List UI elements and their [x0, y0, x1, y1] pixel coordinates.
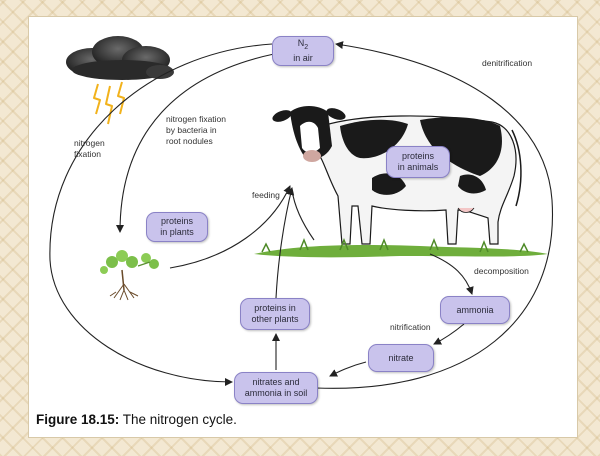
node-proteins-in-plants: proteins in plants [146, 212, 208, 242]
node-nitrates-ammonia-soil: nitrates and ammonia in soil [234, 372, 318, 404]
caption-prefix: Figure 18.15: [36, 412, 120, 427]
arrow-nitrification [433, 323, 465, 345]
arrow-lightning-fixation [49, 43, 273, 386]
arrow-nitrate-soil [329, 361, 367, 377]
node-proteins-other-plants: proteins in other plants [240, 298, 310, 330]
caption-text: The nitrogen cycle. [119, 412, 237, 427]
lightning-icon [93, 81, 125, 125]
storm-cloud-icon [66, 36, 174, 80]
arrow-feeding-plants [169, 185, 291, 269]
grass-strip [254, 237, 548, 258]
n2-sub-text: in air [293, 52, 313, 63]
node-ammonia: ammonia [440, 296, 510, 324]
node-proteins-in-animals: proteins in animals [386, 146, 450, 178]
figure-caption: Figure 18.15: The nitrogen cycle. [36, 412, 556, 427]
cycle-arrows [49, 41, 554, 389]
label-decomposition: decomposition [474, 266, 529, 276]
label-denitrification: denitrification [482, 58, 533, 68]
label-nitrification: nitrification [390, 322, 431, 332]
label-nitrogen-fixation-bacteria: nitrogen fixation by bacteria in root no… [166, 114, 227, 146]
clover-plant-icon [100, 250, 159, 301]
node-nitrate: nitrate [368, 344, 434, 372]
cow-illustration [272, 106, 522, 245]
label-nitrogen-fixation-lightning: nitrogen fixation [74, 138, 105, 159]
arrow-fixation-bacteria [116, 53, 275, 233]
arrow-denitrification [315, 41, 554, 389]
arrow-feeding-other [275, 187, 295, 299]
arrow-feeding-main [291, 189, 315, 241]
label-feeding: feeding [252, 190, 280, 200]
n2-formula: N [297, 38, 305, 49]
n2-subscript: 2 [304, 43, 309, 51]
arrow-decomposition [429, 253, 474, 295]
